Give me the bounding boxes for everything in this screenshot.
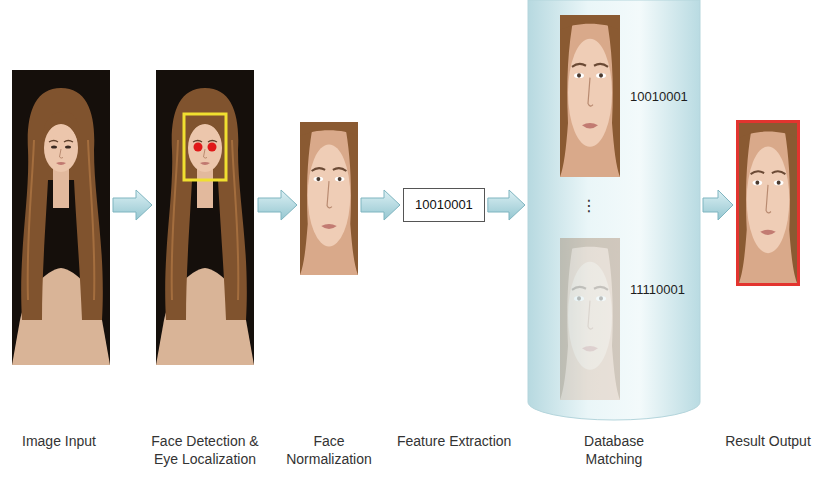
normalized-face: Face Normalization [300, 122, 358, 275]
database-entry: 10010001 [558, 15, 698, 177]
entry-code: 10010001 [630, 89, 688, 105]
stage-caption: Face Normalization [277, 432, 381, 468]
stage-caption: Result Output [720, 432, 816, 450]
database-cylinder [528, 0, 700, 420]
ellipsis-mark: ⋮ [581, 198, 597, 214]
input-photo [12, 70, 110, 365]
flow-arrow [703, 190, 733, 220]
detection-photo [156, 70, 254, 365]
feature-code: 10010001 [415, 197, 473, 213]
flow-arrow [258, 190, 297, 220]
result-face: Result Output [736, 120, 800, 286]
normalized-face [300, 122, 358, 275]
stage-caption: Image Input [7, 432, 111, 450]
flow-arrow [361, 190, 400, 220]
eye-marker [208, 143, 217, 152]
database-face [560, 15, 620, 177]
stage-caption: Database Matching [566, 432, 662, 468]
detection-photo: Face Detection & Eye Localization [155, 70, 255, 365]
face-database: Database Matching1001000111110001 [528, 0, 700, 420]
entry-code: 11110001 [630, 282, 685, 298]
flow-arrow [488, 190, 525, 220]
stage-caption: Face Detection & Eye Localization [143, 432, 267, 468]
database-cylinder [528, 0, 700, 420]
input-photo: Image Input [12, 70, 110, 365]
database-entry: 11110001 [558, 238, 698, 400]
feature-code-box: 10010001Feature Extraction [403, 188, 485, 222]
result-face [739, 123, 797, 283]
face-box [184, 114, 226, 180]
database-face [560, 238, 620, 400]
eye-marker [194, 143, 203, 152]
flow-arrow [113, 190, 152, 220]
stage-caption: Feature Extraction [397, 432, 493, 450]
